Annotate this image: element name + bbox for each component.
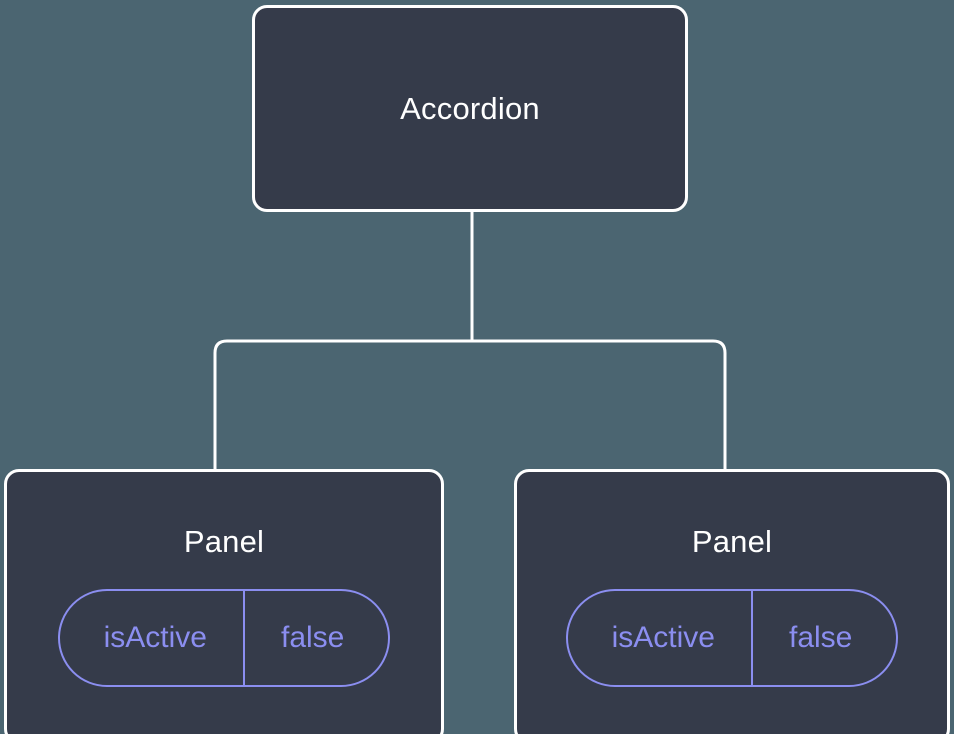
prop-key-isactive-left: isActive	[60, 591, 245, 685]
prop-value-isactive-right: false	[788, 621, 853, 654]
node-panel-right[interactable]: Panel isActive false	[514, 469, 950, 734]
node-panel-left-label: Panel	[183, 524, 265, 559]
node-accordion[interactable]: Accordion	[252, 5, 688, 212]
prop-key-isactive-right: isActive	[568, 591, 753, 685]
prop-pill-left[interactable]: isActive false	[57, 589, 391, 687]
node-panel-left[interactable]: Panel isActive false	[4, 469, 444, 734]
prop-value-isactive-left: false	[280, 621, 345, 654]
node-accordion-label: Accordion	[400, 91, 540, 126]
node-panel-right-label: Panel	[691, 524, 773, 559]
edge-to-panel-left	[213, 339, 472, 470]
edge-to-panel-right	[472, 339, 727, 470]
prop-pill-right[interactable]: isActive false	[565, 589, 899, 687]
